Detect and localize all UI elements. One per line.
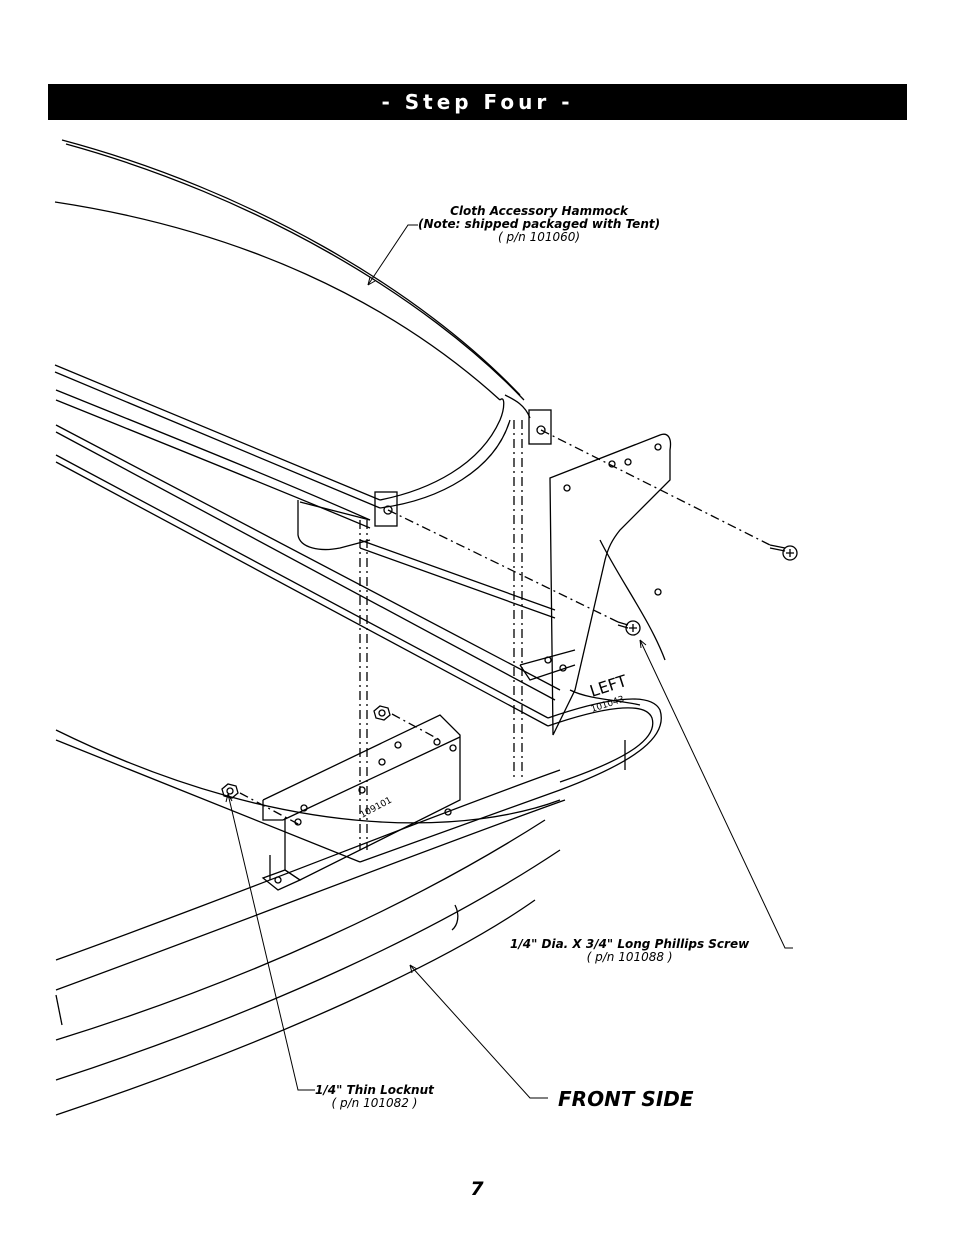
front-side-label: FRONT SIDE	[558, 1087, 694, 1111]
hammock-note: (Note: shipped packaged with Tent)	[418, 217, 661, 231]
step-banner: - Step Four -	[48, 84, 907, 120]
hammock-callout: Cloth Accessory Hammock (Note: shipped p…	[418, 205, 660, 244]
hammock-part-number: ( p/n 101060)	[498, 230, 581, 244]
hammock-name: Cloth Accessory Hammock	[450, 204, 628, 218]
screw-hardware	[617, 544, 798, 636]
locknut-hardware	[221, 705, 391, 799]
leader-lines	[225, 224, 793, 1099]
mount-bracket-number: 109101	[359, 796, 394, 821]
assembly-paths	[239, 420, 771, 850]
locknut-callout: 1/4" Thin Locknut ( p/n 101082 )	[315, 1084, 434, 1110]
frame-rails	[55, 424, 662, 1116]
locknut-name: 1/4" Thin Locknut	[315, 1083, 434, 1097]
step-title: - Step Four -	[381, 90, 574, 114]
page-number: 7	[470, 1178, 484, 1200]
locknut-part-number: ( p/n 101082 )	[331, 1096, 418, 1110]
screw-name: 1/4" Dia. X 3/4" Long Phillips Screw	[510, 937, 750, 951]
screw-part-number: ( p/n 101088 )	[586, 950, 673, 964]
hammock-illustration	[54, 139, 552, 551]
screw-callout: 1/4" Dia. X 3/4" Long Phillips Screw ( p…	[510, 938, 749, 964]
mount-bracket: 109101	[261, 714, 461, 891]
assembly-drawing: LEFT 101043 109101	[54, 139, 798, 1116]
